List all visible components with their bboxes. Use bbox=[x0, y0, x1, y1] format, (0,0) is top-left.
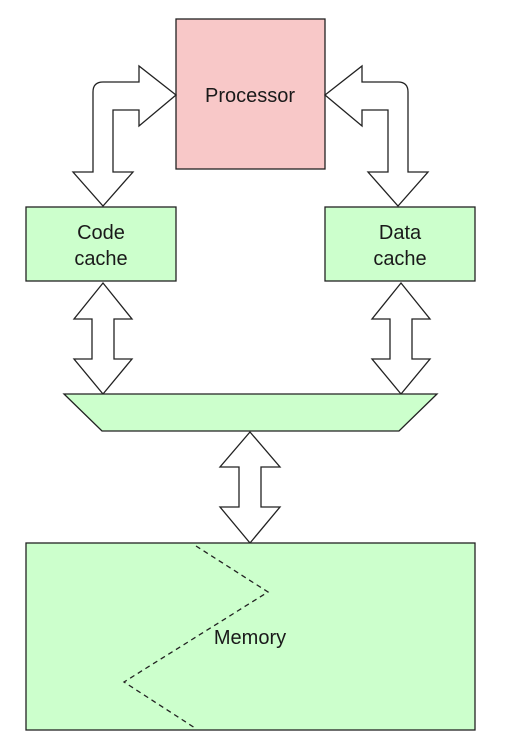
processor-data-cache-arrow bbox=[323, 64, 430, 207]
data-cache-label-line1: Data bbox=[379, 222, 422, 244]
code-cache-label-line2: cache bbox=[74, 248, 127, 270]
processor-label: Processor bbox=[205, 85, 295, 107]
data-cache-box bbox=[324, 206, 476, 282]
processor-box bbox=[175, 18, 326, 170]
data-cache-bus-arrow bbox=[370, 281, 432, 396]
memory-label: Memory bbox=[214, 627, 286, 649]
code-cache-bus-arrow bbox=[72, 281, 134, 396]
data-cache-label-line2: cache bbox=[373, 248, 426, 270]
bus-multiplexer bbox=[62, 393, 439, 432]
processor-code-cache-arrow bbox=[71, 64, 178, 207]
bus-memory-arrow bbox=[218, 431, 282, 545]
code-cache-box bbox=[25, 206, 177, 282]
code-cache-label-line1: Code bbox=[77, 222, 125, 244]
memory-box bbox=[25, 542, 476, 731]
memory-partition-dashed-line bbox=[122, 545, 270, 729]
